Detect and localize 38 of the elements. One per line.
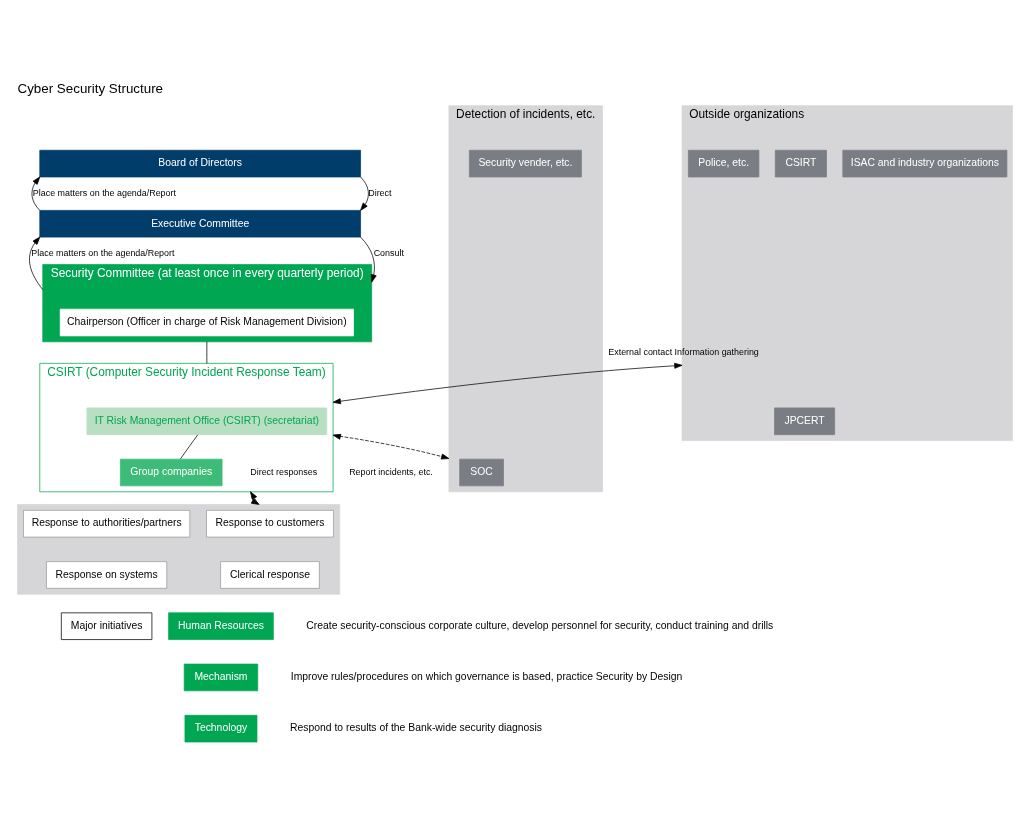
node-box: Clerical response — [220, 560, 320, 589]
arrow — [332, 433, 450, 459]
cluster — [17, 503, 341, 595]
arrow — [360, 176, 369, 211]
node-box: Police, etc. — [688, 149, 760, 177]
node-box: Security vender, etc. — [468, 149, 582, 177]
edge-label: Consult — [373, 247, 404, 258]
edge-label: Direct responses — [250, 466, 318, 477]
connector — [180, 433, 199, 459]
arrow — [29, 236, 44, 290]
node-box: Group companies — [120, 458, 223, 486]
arrow — [332, 362, 683, 404]
node-box: Executive Committee — [39, 209, 361, 237]
diagram-title: Cyber Security Structure — [17, 80, 164, 96]
node-box: IT Risk Management Office (CSIRT) (secretariat) — [86, 407, 328, 435]
node-box: CSIRT — [774, 149, 827, 177]
node-label: Improve rules/procedures on which governance is based, practice Security by Design — [290, 670, 683, 682]
node-box: Chairperson (Officer in charge of Risk Management Division) — [59, 308, 354, 336]
node-box: Response on systems — [46, 560, 168, 589]
node-box: Response to customers — [206, 509, 334, 537]
node-box: Technology — [184, 714, 258, 742]
node-box: Response to authorities/partners — [23, 509, 191, 537]
edge-label: Direct — [368, 187, 392, 198]
node-box: JPCERT — [774, 407, 835, 435]
node-box: Board of Directors — [39, 149, 361, 177]
node-box: Human Resources — [168, 611, 274, 640]
edge-label: Place matters on the agenda/Report — [31, 247, 175, 258]
node-label: Create security-conscious corporate culture, develop personnel for security, conduct training and drills — [306, 619, 774, 631]
node-box: SOC — [459, 458, 504, 486]
edge-label: Place matters on the agenda/Report — [32, 187, 176, 198]
node-label: Respond to results of the Bank-wide security diagnosis — [290, 721, 543, 733]
edge-label: External contact Information gathering — [608, 346, 759, 357]
node-box: ISAC and industry organizations — [842, 149, 1008, 177]
node-box: Mechanism — [183, 663, 259, 691]
arrow — [31, 176, 41, 211]
label: Report incidents, etc. — [349, 466, 433, 477]
arrow — [360, 236, 377, 283]
node-box: Major initiatives — [60, 611, 153, 640]
